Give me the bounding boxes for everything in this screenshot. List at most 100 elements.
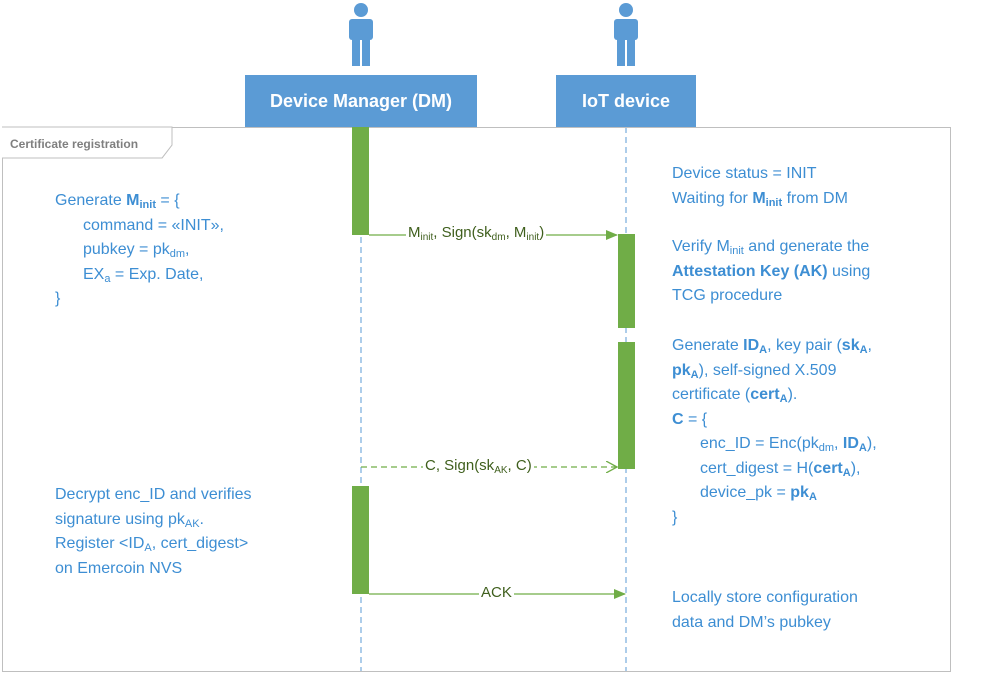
m1-part-a: M [408, 224, 421, 241]
status-l2-bold: M [752, 189, 766, 207]
verify-l1-sub: init [729, 245, 744, 257]
gen-l3-pre: certificate ( [672, 386, 751, 403]
status-l2-post: from DM [782, 189, 848, 207]
gen-l7-sub: A [808, 491, 817, 503]
decrypt-l2-pre: signature using pk [55, 510, 185, 528]
gen-l3-sub: A [779, 393, 788, 405]
minit-l4-post: = Exp. Date, [110, 265, 204, 283]
gen-l5-mid: , [834, 435, 843, 452]
m2-part-b: , C) [507, 457, 532, 474]
minit-line-3: pubkey = pkdm, [55, 238, 224, 263]
store-line-2: data and DM’s pubkey [672, 613, 831, 631]
gen-l1-sub: A [759, 344, 768, 356]
verify-l2-bold: Attestation Key (AK) [672, 262, 828, 280]
minit-l1-post: = { [155, 192, 180, 209]
m1-part-c: , M [505, 224, 527, 241]
minit-l1-pre: Generate [55, 192, 127, 209]
decrypt-l2-post: . [199, 510, 204, 528]
gen-line-5: enc_ID = Enc(pkdm, IDA), [672, 432, 877, 457]
note-generate-minit: Generate Minit = { command = «INIT», pub… [55, 189, 224, 312]
gen-l1-mid: , key pair ( [767, 337, 842, 354]
m1-sub-a: init [420, 232, 434, 243]
gen-l5-post: ), [866, 435, 877, 452]
gen-l2-sub: A [690, 368, 699, 381]
minit-l1-sub: init [139, 199, 156, 211]
minit-l4-pre: EX [83, 265, 105, 283]
verify-l1-pre: Verify M [672, 238, 730, 255]
gen-l5-sub: dm [818, 442, 835, 454]
decrypt-line-3: Register <IDA, cert_digest> [55, 532, 252, 557]
note-device-status: Device status = INIT Waiting for Minit f… [672, 162, 848, 211]
minit-l1-bold: M [126, 192, 140, 209]
iot-actor-person-icon [614, 3, 638, 66]
message-label-ack: ACK [479, 584, 514, 601]
status-l2-pre: Waiting for [672, 189, 753, 207]
note-decrypt: Decrypt enc_ID and verifies signature us… [55, 483, 252, 581]
m1-part-b: , Sign(sk [433, 224, 492, 241]
gen-l6-sub: A [842, 466, 851, 479]
gen-l5-sub2: A [858, 442, 867, 454]
gen-l4-post: = { [683, 410, 708, 428]
gen-l6-post: ), [850, 459, 861, 477]
gen-line-1: Generate IDA, key pair (skA, [672, 334, 877, 359]
verify-line-1: Verify Minit and generate the [672, 235, 870, 260]
minit-line-4: EXa = Exp. Date, [55, 263, 224, 288]
gen-line-2: pkA), self-signed X.509 [672, 359, 877, 384]
decrypt-line-4: on Emercoin NVS [55, 559, 183, 577]
decrypt-l3-sub: A [144, 542, 152, 554]
gen-l4-bold: C [672, 410, 684, 428]
gen-l1-bold: ID [743, 337, 760, 354]
frame-label: Certificate registration [10, 137, 139, 151]
dm-actor-person-icon [349, 3, 373, 66]
note-generate-ida: Generate IDA, key pair (skA, pkA), self-… [672, 334, 877, 530]
verify-line-3: TCG procedure [672, 287, 783, 304]
gen-l1-pre: Generate [672, 337, 744, 354]
gen-l5-bold: ID [842, 435, 859, 452]
minit-l3-pre: pubkey = pk [83, 241, 170, 258]
gen-l1-bold2: sk [841, 337, 860, 354]
gen-l7-bold: pk [790, 484, 809, 501]
gen-l6-bold: cert [813, 459, 843, 477]
participant-device-manager: Device Manager (DM) [245, 75, 477, 127]
minit-line-1: Generate Minit = { [55, 189, 224, 214]
participant-iot-device: IoT device [556, 75, 696, 127]
decrypt-l3-pre: Register <ID [55, 535, 145, 552]
m2-part-a: C, Sign(sk [425, 457, 495, 474]
m1-sub-c: init [526, 232, 540, 243]
gen-l6-pre: cert_digest = H( [700, 459, 814, 477]
note-local-store: Locally store configuration data and DM’… [672, 586, 858, 635]
message-label-minit: Minit, Sign(skdm, Minit) [406, 224, 547, 243]
gen-line-4: C = { [672, 408, 877, 433]
verify-l1-post: and generate the [743, 238, 870, 255]
gen-line-8: } [672, 508, 678, 526]
dm-activation-bar-1 [352, 127, 369, 235]
status-line-1: Device status = INIT [672, 165, 817, 182]
gen-l2-post: ), self-signed X.509 [698, 361, 837, 379]
status-l2-sub: init [765, 196, 783, 209]
m2-sub-a: AK [494, 465, 508, 476]
decrypt-line-1: Decrypt enc_ID and verifies [55, 486, 252, 503]
gen-l3-bold: cert [750, 386, 780, 403]
interaction-frame [2, 127, 951, 672]
gen-l3-post: ). [787, 386, 798, 403]
status-line-2: Waiting for Minit from DM [672, 187, 848, 212]
minit-l4-sub: a [104, 272, 111, 285]
verify-l2-post: using [827, 262, 871, 280]
minit-l3-sub: dm [169, 248, 186, 260]
gen-l1-sub2: A [859, 344, 868, 356]
note-verify-minit: Verify Minit and generate the Attestatio… [672, 235, 870, 309]
gen-line-6: cert_digest = H(certA), [672, 457, 877, 482]
iot-activation-bar-2 [618, 342, 635, 469]
minit-l3-post: , [185, 241, 190, 258]
decrypt-l3-post: , cert_digest> [151, 535, 249, 552]
minit-line-5: } [55, 290, 61, 307]
gen-line-3: certificate (certA). [672, 383, 877, 408]
gen-line-7: device_pk = pkA [672, 481, 877, 506]
iot-activation-bar-1 [618, 234, 635, 328]
decrypt-line-2: signature using pkAK. [55, 508, 252, 533]
dm-activation-bar-2 [352, 486, 369, 594]
m1-sub-b: dm [491, 232, 506, 243]
m3-part-a: ACK [481, 584, 512, 601]
